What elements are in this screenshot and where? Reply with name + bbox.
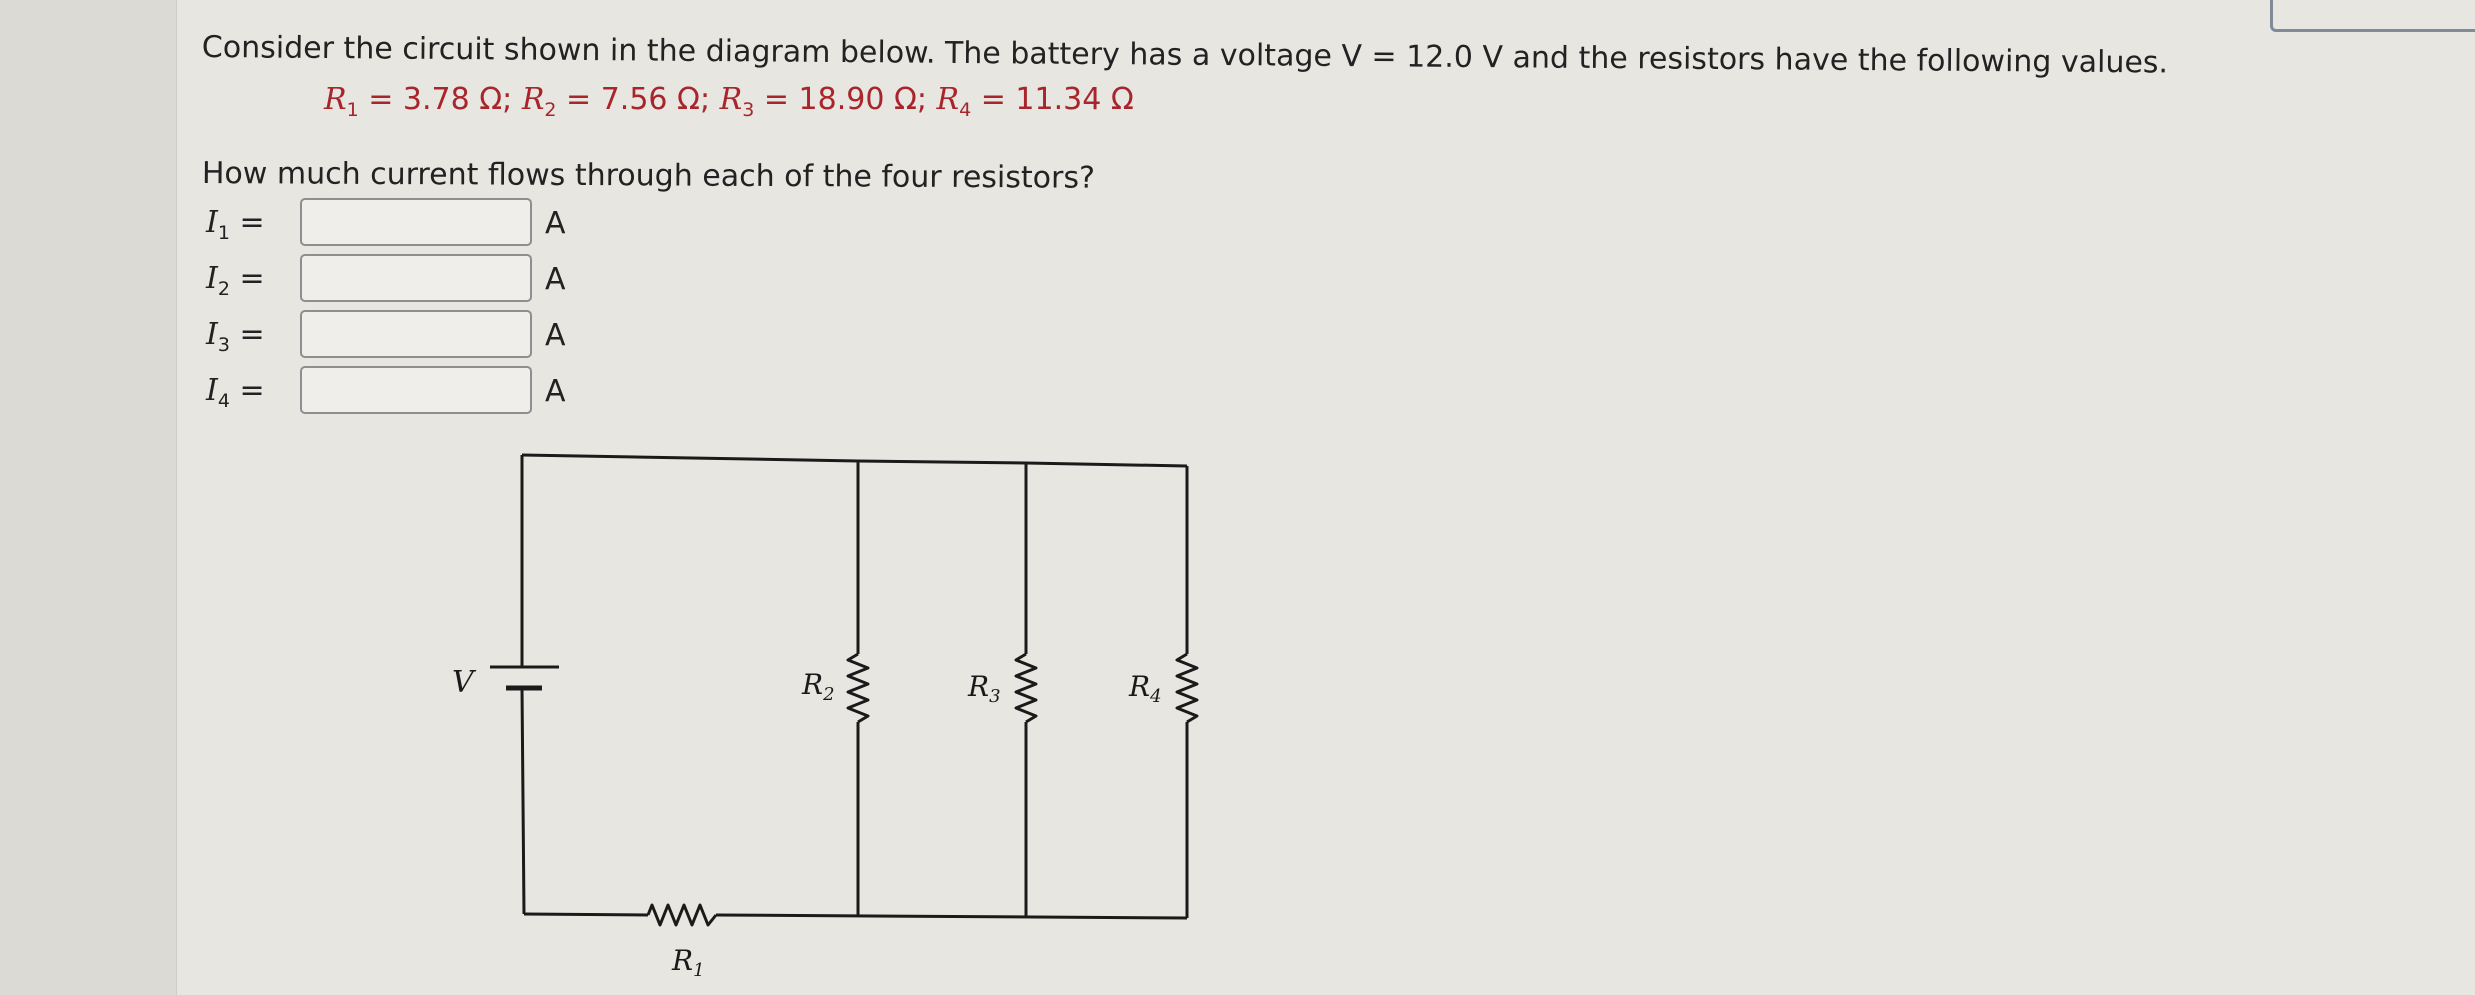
wire-bottom-right <box>715 913 1188 920</box>
answer-row-i3: I3 = A <box>206 310 566 362</box>
wire-top <box>521 453 1188 468</box>
unit-label: A <box>545 262 566 297</box>
resistor-r1-symbol <box>646 903 718 927</box>
unit-label: A <box>545 374 566 409</box>
answer-row-i1: I1 = A <box>206 198 566 250</box>
unit-label: A <box>545 318 566 353</box>
answer-label: I3 = <box>206 316 265 356</box>
answer-input-i3[interactable] <box>300 310 532 358</box>
resistor-r1-label: R1 <box>671 944 705 981</box>
answer-input-i1[interactable] <box>300 198 532 246</box>
left-gutter <box>0 0 177 995</box>
answer-label: I2 = <box>206 260 265 300</box>
resistor-values: R1 = 3.78 Ω; R2 = 7.56 Ω; R3 = 18.90 Ω; … <box>324 82 1134 121</box>
answer-label: I1 = <box>206 204 265 244</box>
resistor-r2-label: R2 <box>801 668 835 705</box>
battery-label: V <box>452 665 477 700</box>
answer-row-i2: I2 = A <box>206 254 566 306</box>
answer-row-i4: I4 = A <box>206 366 566 418</box>
answer-label: I4 = <box>206 372 265 412</box>
answer-input-i4[interactable] <box>300 366 532 414</box>
answer-input-i2[interactable] <box>300 254 532 302</box>
wire-bottom-left <box>523 912 649 917</box>
resistor-r4-symbol <box>1175 652 1199 724</box>
resistor-r4-label: R4 <box>1128 670 1162 707</box>
resistor-r3-symbol <box>1014 652 1038 724</box>
unit-label: A <box>545 206 566 241</box>
resistor-r2-symbol <box>846 652 870 724</box>
wire-left-lower <box>520 687 526 915</box>
top-right-button-outline[interactable] <box>2270 0 2475 32</box>
resistor-r3-label: R3 <box>967 670 1001 707</box>
